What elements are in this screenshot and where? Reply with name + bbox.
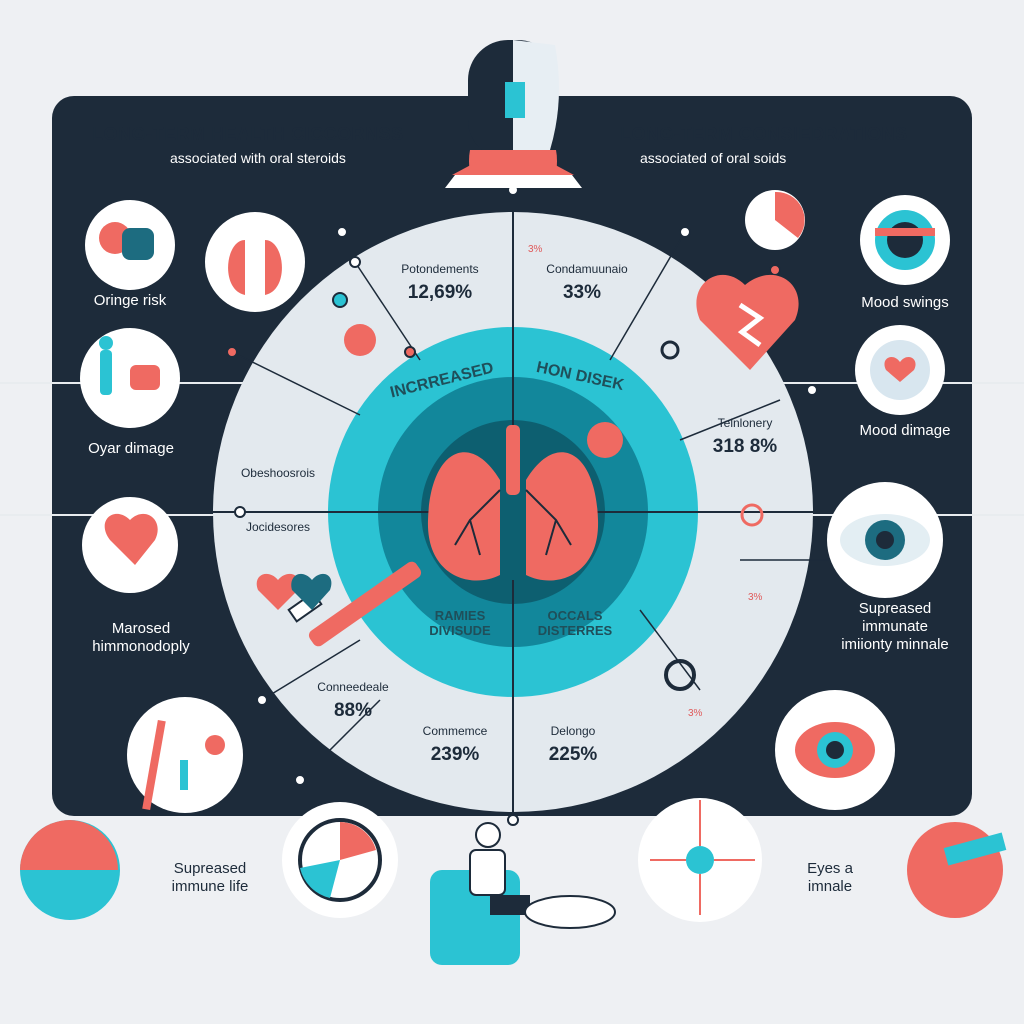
label-left-1: Oringe risk bbox=[93, 292, 167, 309]
broken-heart-right-icon bbox=[696, 274, 799, 370]
ring-label-bottom-right-1: OCCALS bbox=[547, 608, 603, 623]
left-top-icon bbox=[85, 200, 175, 290]
label-right-3-line2: immunate bbox=[862, 618, 928, 635]
gauge-bottom-icon bbox=[282, 802, 398, 918]
segment-bottom-right-label: Delongo bbox=[550, 724, 596, 738]
pie-bottom-left-icon bbox=[20, 820, 120, 920]
label-right-2: Mood dimage bbox=[859, 422, 951, 439]
label-left-3-line2: himmonodoply bbox=[92, 638, 190, 655]
hearts-mid-icon bbox=[256, 573, 332, 610]
mood-eye-icon bbox=[860, 195, 950, 285]
ring-label-bottom-left-1: RAMIES bbox=[434, 608, 486, 623]
lungs-icon bbox=[427, 425, 599, 581]
segment-right-label: Telnlonery bbox=[717, 416, 773, 430]
subtitle-left: associated with oral steroids bbox=[170, 150, 346, 166]
pie-top-right-icon bbox=[745, 190, 805, 250]
heart-broken-left-icon bbox=[82, 497, 178, 593]
segment-bottom-left-value: 88% bbox=[333, 700, 373, 721]
label-left-4-line1: Supreased bbox=[173, 860, 247, 877]
segment-left-label-2: Jocidesores bbox=[245, 520, 311, 534]
segment-top-right-value: 33% bbox=[562, 282, 602, 303]
segment-left-label-1: Obeshoosrois bbox=[240, 466, 316, 480]
syringe-left-icon bbox=[127, 697, 243, 813]
label-left-2: Oyar dimage bbox=[88, 440, 174, 457]
title-right: LONG-TERM CONSIEDRATIONS bbox=[620, 124, 908, 144]
heart-dots-icon bbox=[855, 325, 945, 415]
label-left-3-line1: Marosed bbox=[111, 620, 171, 637]
lung-badge-icon bbox=[205, 212, 305, 312]
label-right-4-line1: Eyes a bbox=[807, 860, 853, 877]
segment-bottom-mid-value: 239% bbox=[430, 744, 480, 765]
head-icon bbox=[445, 40, 582, 188]
segment-bottom-right-value: 225% bbox=[548, 744, 598, 765]
small-nodes bbox=[332, 292, 764, 691]
label-right-4-line2: imnale bbox=[807, 878, 853, 895]
segment-bottom-left-label: Conneedeale bbox=[317, 680, 389, 694]
segment-top-left-value: 12,69% bbox=[407, 282, 473, 303]
right-bottom-icon bbox=[907, 822, 1007, 918]
ring-label-bottom-right-2: DISTERRES bbox=[537, 623, 613, 638]
segment-top-left-label: Potondements bbox=[401, 262, 479, 276]
label-right-3-line1: Supreased bbox=[858, 600, 932, 617]
eye-right-icon bbox=[827, 482, 943, 598]
tiny-pct-2: 3% bbox=[748, 592, 763, 603]
ring-label-bottom-left-2: DIVISUDE bbox=[429, 623, 491, 638]
label-right-3-line3: imiionty minnale bbox=[841, 636, 949, 653]
tiny-pct-1: 3% bbox=[528, 244, 543, 255]
segment-top-right-label: Condamuunaio bbox=[546, 262, 628, 276]
tiny-pct-3: 3% bbox=[688, 708, 703, 719]
label-left-4-line2: immune life bbox=[171, 878, 249, 895]
person-chair-icon bbox=[430, 822, 616, 965]
subtitle-right: associated of oral soids bbox=[640, 150, 787, 166]
label-right-1: Mood swings bbox=[861, 294, 949, 311]
people-left-icon bbox=[80, 328, 180, 428]
segment-right-value: 318 8% bbox=[712, 436, 778, 457]
eye-veins-icon bbox=[638, 798, 762, 922]
eye-circuit-icon bbox=[775, 690, 895, 810]
segment-bottom-mid-label: Commemce bbox=[422, 724, 488, 738]
title-left: LONG-TERM HEALTH CICCORNSS bbox=[92, 124, 404, 144]
